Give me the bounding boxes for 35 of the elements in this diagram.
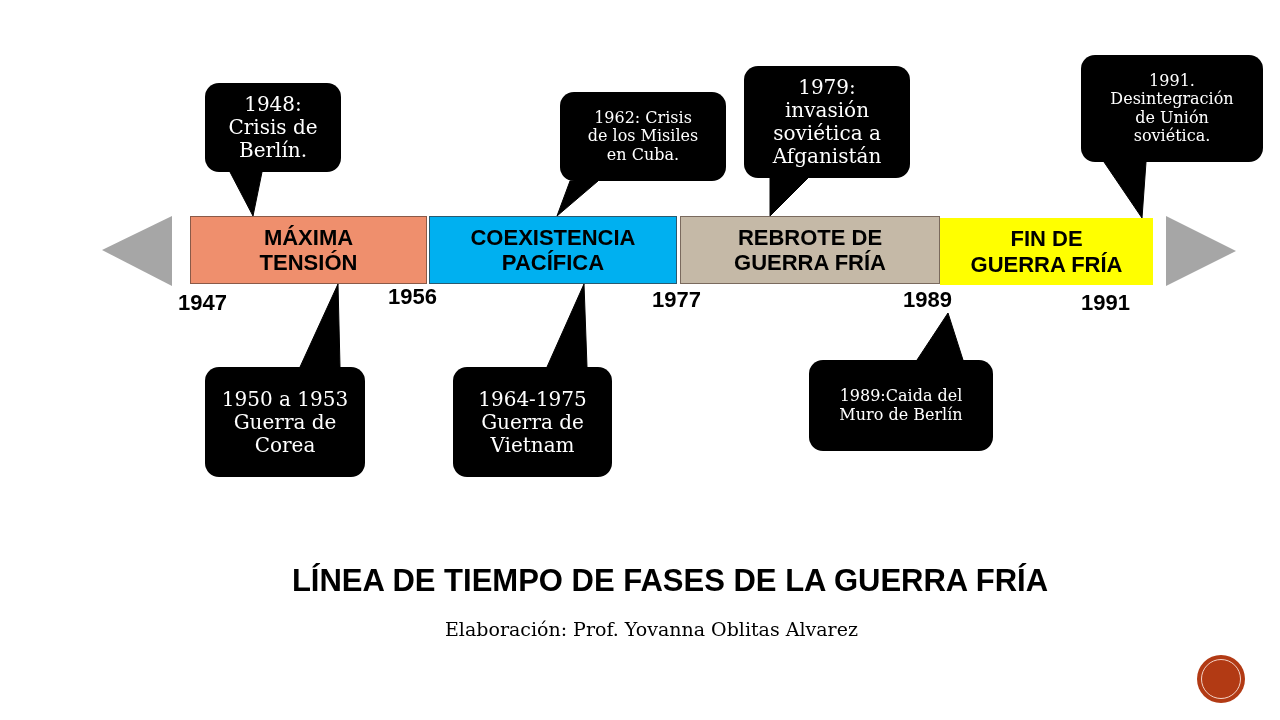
- phase-bar: [680, 216, 940, 284]
- phase-bar: [429, 216, 677, 284]
- event-text: 1991. Desintegración de Unión soviética.: [1109, 71, 1235, 146]
- callout-box: [453, 367, 612, 477]
- event-text: 1989:Caida del Muro de Berlín: [838, 387, 964, 424]
- callout-pointer: [229, 171, 263, 217]
- phase-label: MÁXIMA TENSIÓN: [258, 224, 359, 276]
- event-text: 1962: Crisis de los Misiles en Cuba.: [586, 108, 700, 165]
- callout-pointer: [546, 283, 588, 368]
- event-text: 1979: invasión soviética a Afganistán: [771, 76, 883, 168]
- callout-box: [744, 66, 910, 178]
- title: LÍNEA DE TIEMPO DE FASES DE LA GUERRA FRÍA: [290, 562, 1050, 600]
- phase-label: FIN DE GUERRA FRÍA: [969, 226, 1124, 277]
- callout-box: [205, 367, 365, 477]
- phase-label: REBROTE DE GUERRA FRÍA: [733, 224, 887, 276]
- callout-box: [1081, 55, 1263, 162]
- year-label: 1977: [652, 287, 701, 313]
- event-text: 1950 a 1953 Guerra de Corea: [220, 387, 350, 457]
- callout-box: [560, 92, 726, 181]
- callout-box: [205, 83, 341, 172]
- year-label: 1989: [903, 287, 952, 313]
- year-label: 1991: [1081, 290, 1130, 316]
- year-label: 1956: [388, 284, 437, 310]
- phase-label: COEXISTENCIA PACÍFICA: [469, 224, 637, 276]
- callout-pointer: [916, 312, 964, 361]
- credit-line: Elaboración: Prof. Yovanna Oblitas Alvarez: [445, 617, 858, 642]
- callout-pointer: [556, 180, 599, 217]
- phase-bar: [940, 218, 1153, 285]
- callout-pointer: [769, 177, 809, 217]
- event-text: 1948: Crisis de Berlín.: [227, 93, 319, 162]
- callout-pointer: [299, 283, 341, 368]
- year-label: 1947: [178, 290, 227, 316]
- callout-pointer: [1103, 161, 1147, 219]
- event-text: 1964-1975 Guerra de Vietnam: [477, 387, 588, 457]
- phase-bar: [190, 216, 427, 284]
